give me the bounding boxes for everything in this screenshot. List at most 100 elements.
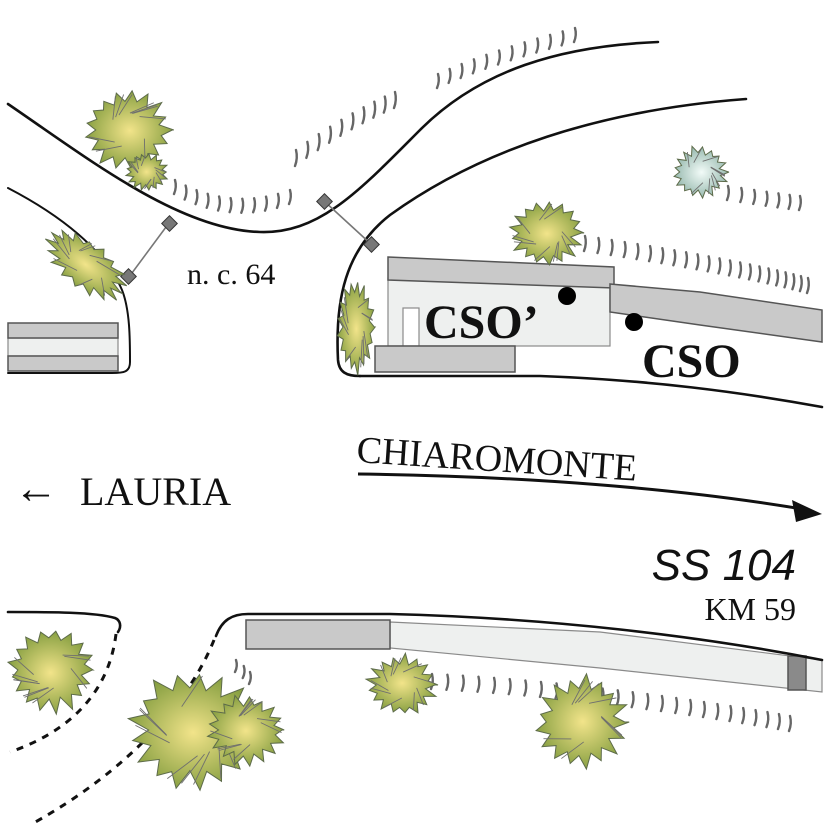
slope-tick-icon [382,95,387,114]
slope-tick-icon [622,240,627,259]
slope-tick-icon [739,186,744,204]
lower-road-north-edge [214,612,824,662]
slope-tick-icon [228,196,233,214]
lower-road-slab-light [389,621,823,693]
slope-tick-icon [523,679,528,697]
slope-tick-icon [471,58,476,75]
slope-tick-icon [775,269,780,287]
west-slab-dark-bottom [7,355,119,372]
slope-tick-icon [484,53,489,71]
tree-icon [508,201,585,267]
slope-tick-icon [596,236,601,255]
cso-point [625,313,643,331]
slope-tick-icon [194,188,199,206]
west-slab-dark-top [7,322,119,339]
slope-tick-icon [316,132,321,152]
east-slab-column [402,307,420,347]
tree-icon [44,229,128,302]
hatch-lower-arc [172,178,292,214]
connector-left-node-a [120,268,137,285]
slope-tick-icon [787,714,792,733]
slope-tick-icon [172,178,177,196]
side-road-edge [7,187,132,374]
lower-road-dashed-curve-left [9,633,118,754]
slope-tick-icon [445,673,450,691]
slope-tick-icon [275,192,281,210]
tree-icon [124,152,169,192]
vegetation [6,89,730,792]
tree-icon [364,651,439,714]
slope-tick-icon [522,41,527,58]
slope-tick-icon [645,692,650,711]
slope-tick-icon [787,193,792,211]
slope-hatching [172,26,810,733]
slope-tick-icon [251,197,257,214]
hatch-bush-band [725,184,802,212]
embankment-inner-edge [336,97,748,378]
slope-tick-icon [372,100,377,119]
slope-tick-icon [765,710,770,729]
hatch-east-band [582,234,810,295]
slope-tick-icon [392,90,397,110]
slope-tick-icon [233,658,238,674]
structures [7,256,823,373]
slope-tick-icon [728,704,733,723]
cso-prime-point [558,287,576,305]
slope-tick-icon [727,259,732,277]
survey-points [558,287,643,331]
road-code-label: SS 104 [652,541,796,590]
slope-tick-icon [747,263,752,281]
slope-tick-icon [205,192,210,210]
lower-road-slab-dark [245,619,391,650]
slope-tick-icon [805,276,810,295]
slope-tick-icon [615,689,620,707]
arrow-right-icon [357,472,809,512]
slope-tick-icon [476,675,481,693]
tree-icon [336,282,377,376]
hatch-south-small [233,658,252,686]
tree-icon [84,89,174,172]
slope-tick-icon [776,712,781,731]
slope-tick-icon [560,30,565,47]
road-north-edge [358,374,824,409]
hatch-top-arc [435,26,577,90]
lower-road-post [787,655,807,691]
slope-tick-icon [647,244,653,263]
hatch-mid-arc [293,90,397,168]
slope-tick-icon [660,246,665,265]
slope-tick-icon [683,251,689,269]
slope-tick-icon [241,664,246,680]
slope-tick-icon [447,67,452,85]
slope-tick-icon [538,680,543,699]
slope-tick-icon [688,698,693,717]
slope-tick-icon [263,195,269,212]
west-slab-light [7,337,119,357]
slope-tick-icon [764,190,769,207]
slope-tick-icon [783,271,788,289]
slope-tick-icon [305,140,310,160]
bush-icon [673,145,730,200]
slope-tick-icon [741,706,746,725]
slope-tick-icon [766,267,771,285]
kilometre-label: KM 59 [704,591,796,627]
slope-tick-icon [327,125,333,144]
slope-tick-icon [435,72,440,90]
connector-left [128,222,170,278]
embankment-outer-edge [6,40,660,234]
slope-tick-icon [659,694,664,713]
tree-icon [206,694,285,768]
slope-tick-icon [753,708,758,727]
slope-tick-icon [216,195,222,212]
slope-tick-icon [706,255,711,273]
slope-tick-icon [798,274,803,293]
slope-tick-icon [293,148,298,168]
slope-tick-icon [247,670,252,686]
slope-tick-icon [547,33,553,51]
lauria-label: LAURIA [80,469,231,514]
cso-prime-label: CSO’ [424,296,539,349]
slope-tick-icon [757,265,762,283]
upper-road-edges [6,40,824,409]
chiaromonte-label: CHIAROMONTE [355,429,638,490]
slope-tick-icon [701,700,706,719]
